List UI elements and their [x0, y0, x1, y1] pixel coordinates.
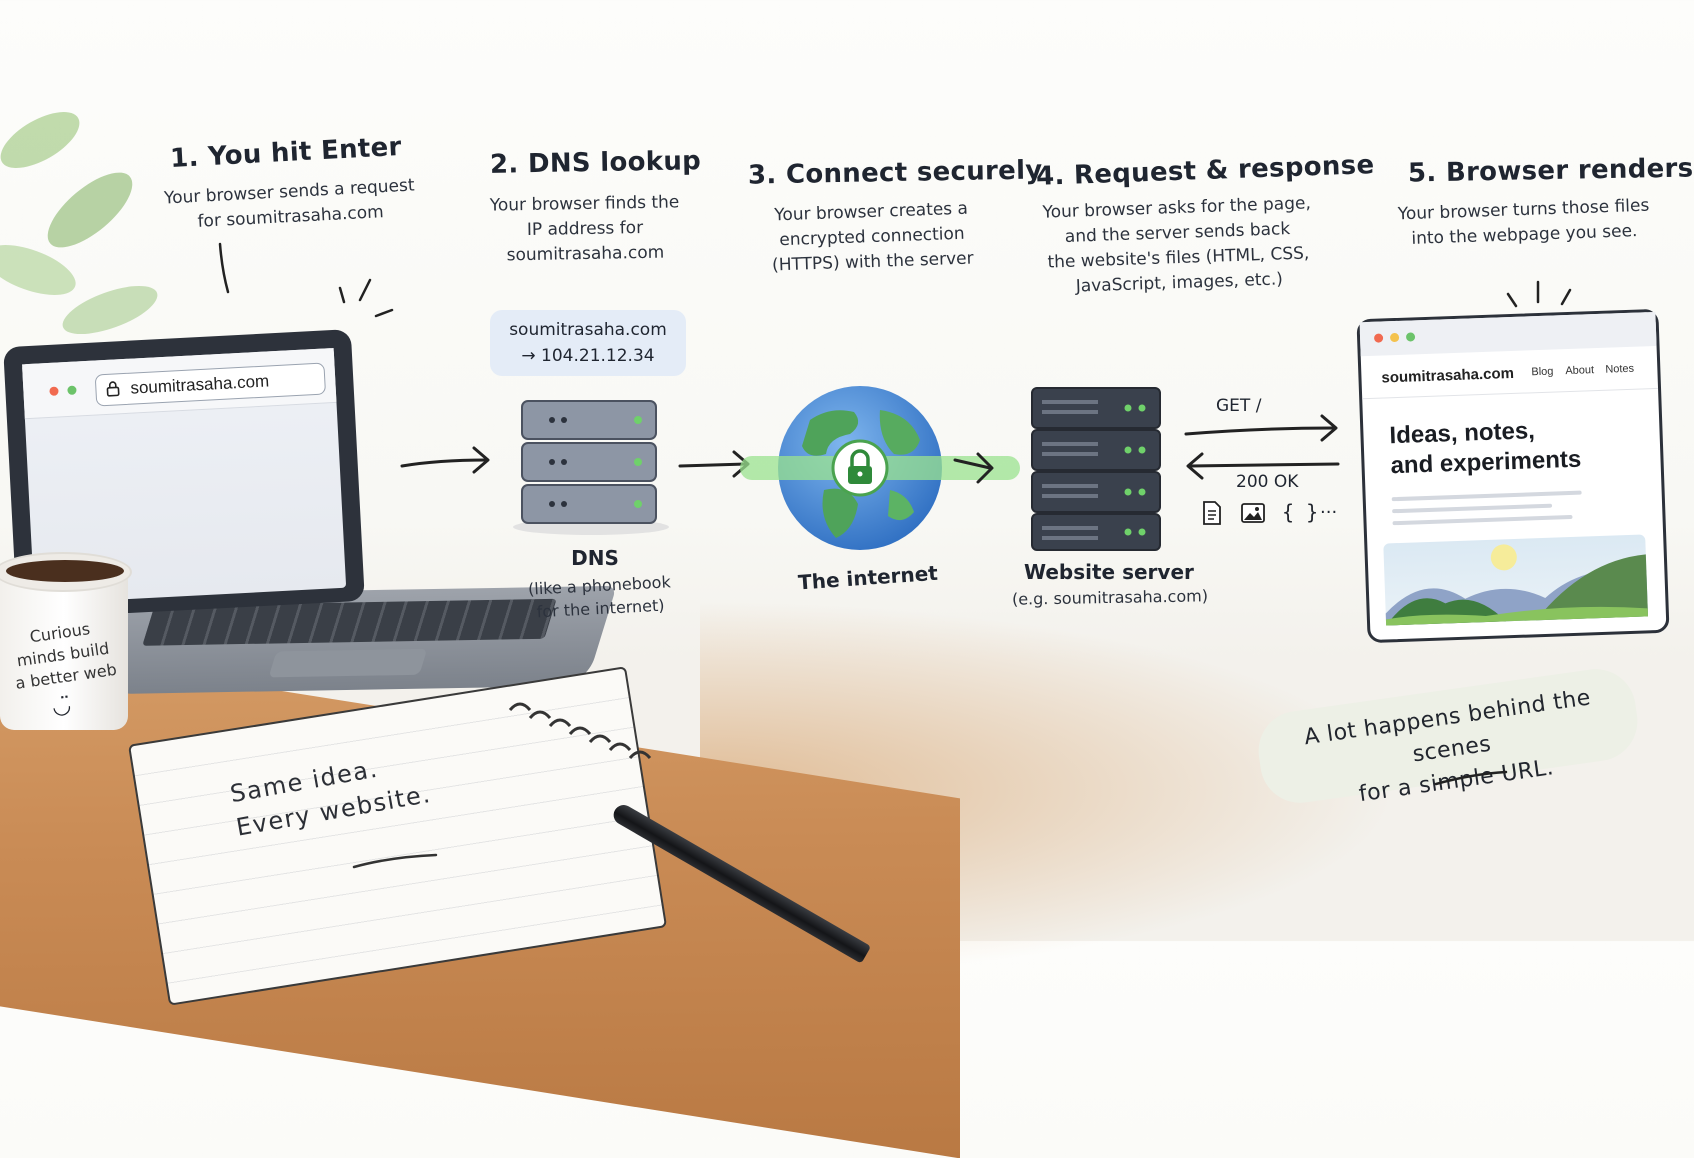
webpage-title-bar	[1359, 311, 1657, 357]
diagram-canvas: 1. You hit Enter Your browser sends a re…	[0, 112, 1694, 1158]
image-file-icon	[1241, 503, 1265, 523]
server-subcaption: (e.g. soumitrasaha.com)	[1011, 586, 1209, 609]
landscape-illustration	[1385, 544, 1648, 626]
document-file-icon	[1203, 501, 1221, 525]
step-2-title: 2. DNS lookup	[489, 146, 702, 180]
webpage-text-line	[1391, 490, 1582, 502]
dns-caption: DNS	[571, 546, 619, 570]
step-5-description: Your browser turns those files into the …	[1397, 195, 1650, 249]
laptop-browser-bar: soumitrasaha.com	[22, 347, 337, 420]
dns-subcaption: (like a phonebook for the internet)	[527, 572, 672, 622]
step-3-description: Your browser creates a encrypted connect…	[771, 198, 974, 276]
step-1-title: 1. You hit Enter	[169, 131, 403, 175]
webpage-nav-about[interactable]: About	[1565, 364, 1595, 378]
internet-caption: The internet	[797, 560, 939, 595]
server-caption: Website server	[1024, 560, 1194, 584]
webpage-site-name: soumitrasaha.com	[1381, 364, 1515, 387]
dns-record-domain: soumitrasaha.com	[509, 320, 667, 340]
website-server-rack	[1031, 387, 1161, 551]
webpage-landscape-image	[1383, 534, 1648, 626]
window-minimize-dot	[1389, 332, 1400, 343]
address-bar[interactable]: soumitrasaha.com	[94, 362, 327, 407]
step-4-description: Your browser asks for the page, and the …	[1042, 193, 1312, 297]
step-2-description: Your browser finds the IP address for so…	[489, 192, 680, 266]
webpage-nav-notes[interactable]: Notes	[1605, 362, 1635, 376]
mug-coffee	[6, 560, 124, 582]
webpage-nav-divider	[1362, 387, 1659, 400]
address-bar-url: soumitrasaha.com	[129, 371, 270, 398]
window-close-dot	[49, 386, 59, 396]
step-5-title: 5. Browser renders	[1407, 153, 1694, 189]
rendered-webpage-window: soumitrasaha.com Blog About Notes Ideas,…	[1356, 308, 1670, 644]
dns-server-stack	[513, 400, 669, 535]
webpage-text-line	[1392, 503, 1553, 514]
webpage-hero-heading: Ideas, notes, and experiments	[1389, 417, 1582, 480]
dns-record-ip: → 104.21.12.34	[521, 346, 655, 366]
notebook-underline	[352, 853, 438, 869]
notebook-spiral	[508, 702, 652, 760]
response-arrow	[1186, 452, 1340, 480]
webpage-nav-blog[interactable]: Blog	[1531, 365, 1554, 379]
http-request-label: GET /	[1216, 396, 1262, 416]
window-close-dot	[1373, 333, 1384, 343]
dns-record-card: soumitrasaha.com → 104.21.12.34	[490, 310, 686, 376]
step-4-title: 4. Request & response	[1035, 150, 1375, 192]
laptop-display: soumitrasaha.com	[22, 347, 347, 604]
window-zoom-dot	[1405, 332, 1416, 342]
arrow-to-dns	[400, 446, 490, 474]
step-3-title: 3. Connect securely	[747, 155, 1043, 191]
code-braces-icon: { }	[1282, 500, 1319, 524]
attention-marks	[218, 242, 394, 318]
mug-smiley: ◡̈	[50, 692, 73, 721]
more-files-ellipsis: ···	[1320, 502, 1338, 523]
lock-icon	[106, 381, 120, 397]
mug-text: Curious minds build a better web	[14, 619, 118, 693]
summary-note-underline	[1434, 770, 1508, 786]
globe-lock-icon	[740, 386, 1020, 550]
step-1-description: Your browser sends a request for soumitr…	[163, 175, 416, 232]
window-zoom-dot	[67, 385, 77, 395]
webpage-text-line	[1392, 514, 1573, 526]
laptop-trackpad	[268, 648, 428, 678]
render-attention-marks	[1506, 280, 1572, 308]
request-arrow	[1184, 414, 1338, 442]
http-response-label: 200 OK	[1236, 472, 1299, 492]
laptop: soumitrasaha.com	[3, 329, 365, 619]
coffee-mug: Curious minds build a better web ◡̈	[0, 552, 132, 730]
